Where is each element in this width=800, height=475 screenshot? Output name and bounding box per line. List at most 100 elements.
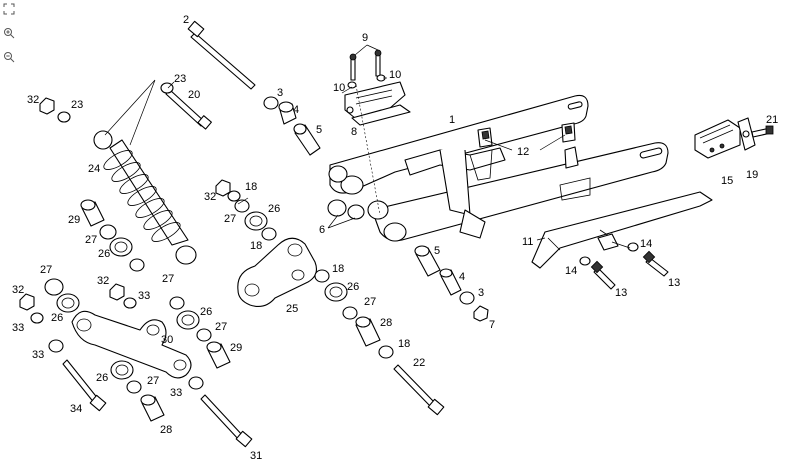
callout-11: 11 [522, 236, 533, 248]
seal-18b[interactable] [261, 227, 277, 241]
nut-7[interactable] [473, 305, 489, 322]
seal-18c[interactable] [314, 269, 330, 283]
callout-27c: 27 [40, 264, 52, 276]
bushing-5[interactable] [293, 123, 321, 156]
bushing-28a[interactable] [140, 394, 165, 422]
bearing-26a[interactable] [109, 237, 133, 257]
seal-27g[interactable] [342, 306, 358, 320]
callout-4a: 4 [293, 104, 299, 116]
bearing-26b[interactable] [56, 293, 80, 313]
zoom-out-button[interactable] [2, 50, 16, 64]
spacer-4-lower[interactable] [439, 268, 462, 296]
bushing-5-lower[interactable] [414, 245, 441, 277]
callout-13a: 13 [615, 287, 627, 299]
chain-guard-bolts[interactable] [579, 242, 669, 290]
callout-5a: 5 [316, 124, 322, 136]
pivot-bolt[interactable] [187, 20, 256, 90]
callout-26e: 26 [347, 281, 359, 293]
screws-9[interactable] [347, 49, 386, 89]
callout-10b: 10 [389, 69, 401, 81]
seal-27d[interactable] [126, 380, 142, 394]
nut-32a[interactable] [39, 97, 55, 115]
seal-27e[interactable] [169, 296, 185, 310]
bolt-22[interactable] [393, 364, 445, 416]
callout-33c: 33 [32, 349, 44, 361]
washer-23b[interactable] [227, 190, 241, 202]
spacer-4[interactable] [278, 101, 297, 125]
callout-6: 6 [319, 224, 325, 236]
fit-screen-button[interactable] [2, 2, 16, 16]
callout-4b: 4 [459, 271, 465, 283]
connecting-rod[interactable] [71, 310, 192, 379]
shock-bolt-20[interactable] [160, 82, 212, 130]
callout-30: 30 [161, 334, 173, 346]
nut-32b[interactable] [215, 179, 231, 197]
callout-27b: 27 [224, 213, 236, 225]
bolt-34[interactable] [62, 359, 107, 412]
zoom-in-button[interactable] [2, 26, 16, 40]
callout-29a: 29 [68, 214, 80, 226]
seal-27b[interactable] [129, 258, 145, 272]
leader-lines [104, 44, 631, 249]
callout-22: 22 [413, 357, 425, 369]
callout-7: 7 [489, 319, 495, 331]
washer-3[interactable] [263, 96, 279, 110]
callout-10a: 10 [333, 82, 345, 94]
chain-guard[interactable] [531, 191, 713, 269]
callout-25: 25 [286, 303, 298, 315]
seal-27a[interactable] [99, 224, 117, 240]
callout-26b: 26 [268, 203, 280, 215]
washer-6a[interactable] [327, 199, 347, 217]
bearing-26f[interactable] [324, 282, 348, 302]
bushing-29b[interactable] [206, 341, 231, 369]
swingarm[interactable] [328, 94, 669, 242]
callout-18d: 18 [398, 338, 410, 350]
callout-27d: 27 [162, 273, 174, 285]
shock-absorber[interactable] [93, 130, 197, 265]
callout-21: 21 [766, 114, 778, 126]
viewer-toolbar [0, 0, 18, 80]
chain-adjuster[interactable] [694, 117, 774, 159]
chain-slider-plate[interactable] [344, 81, 411, 126]
nut-32d[interactable] [109, 283, 125, 301]
washer-33b[interactable] [123, 297, 137, 309]
callout-labels: 1 2 3 3 4 4 5 5 6 7 8 9 10 10 11 12 13 1… [12, 14, 778, 462]
bearing-26e[interactable] [244, 211, 268, 231]
callout-33a: 33 [12, 322, 24, 334]
callout-12: 12 [517, 146, 529, 158]
seal-27c[interactable] [44, 278, 64, 296]
bolt-31[interactable] [200, 394, 253, 448]
callout-18b: 18 [250, 240, 262, 252]
nut-32c[interactable] [19, 293, 35, 311]
washer-23a[interactable] [57, 111, 71, 123]
callout-23a: 23 [174, 73, 186, 85]
callout-31: 31 [250, 450, 262, 462]
washer-33c[interactable] [48, 339, 64, 353]
callout-26c: 26 [51, 312, 63, 324]
callout-2: 2 [183, 14, 189, 26]
callout-34: 34 [70, 403, 82, 415]
callout-20: 20 [188, 89, 200, 101]
seal-18a[interactable] [234, 199, 250, 213]
zoom-out-icon [4, 52, 15, 63]
bearing-26c[interactable] [110, 360, 134, 380]
callout-28b: 28 [160, 424, 172, 436]
callout-32a: 32 [27, 94, 39, 106]
callout-26f: 26 [96, 372, 108, 384]
callout-27e: 27 [215, 321, 227, 333]
washer-3-lower[interactable] [459, 291, 475, 305]
callout-19: 19 [746, 169, 758, 181]
zoom-in-icon [4, 28, 15, 39]
washer-33d[interactable] [188, 376, 204, 390]
bushing-29a[interactable] [80, 199, 105, 227]
bearing-26d[interactable] [176, 310, 200, 330]
bushing-28b[interactable] [355, 316, 381, 347]
callout-26d: 26 [200, 306, 212, 318]
washer-6b[interactable] [347, 204, 365, 220]
washer-33a[interactable] [30, 312, 44, 324]
callout-23b: 23 [71, 99, 83, 111]
seal-27f[interactable] [196, 328, 212, 342]
callout-8: 8 [351, 126, 357, 138]
seal-18d[interactable] [378, 345, 394, 359]
